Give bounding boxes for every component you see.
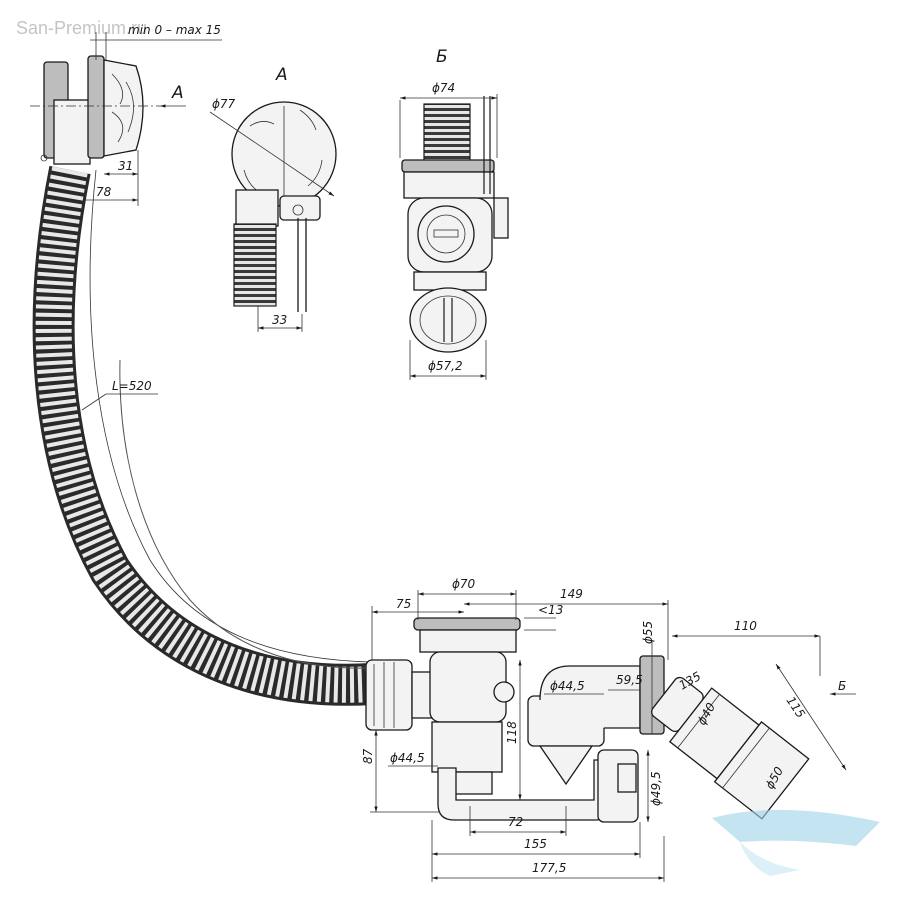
dim-view-a-33: 33 [272,313,287,327]
dim-trap-110: 110 [734,619,757,633]
view-arrow-b: Б [838,679,846,693]
dim-trap-1775: 177,5 [532,861,566,875]
dim-trap-595: 59,5 [616,673,643,687]
dim-78: 78 [96,185,112,199]
dim-trap-13: <13 [538,603,563,617]
dim-trap-87: 87 [361,748,375,764]
view-b-drawing: ϕ74 ϕ57,2 [399,81,509,380]
dim-trap-70: ϕ70 [452,577,476,591]
trap-assembly [365,617,810,823]
watermark-text: San-Premium.ru [16,18,147,38]
hose-length-callout: L=520 [81,379,158,411]
dim-trap-495: ϕ49,5 [649,771,663,806]
corrugated-hose [32,165,374,706]
view-a-label: А [275,65,288,85]
dim-overflow-adjust: min 0 – max 15 [128,23,221,37]
view-b-label: Б [436,47,448,67]
dim-trap-445-upper: ϕ44,5 [550,679,585,693]
overflow-dimensions: min 0 – max 15 31 78 А [61,23,222,206]
dim-trap-115: 115 [784,694,808,721]
bath-logo-watermark [712,809,880,876]
dim-hose-length: L=520 [112,379,152,393]
dim-trap-118: 118 [505,721,519,744]
view-arrow-a: А [171,83,184,103]
dim-view-b-bottom-diameter: ϕ57,2 [428,359,463,373]
view-a-drawing: ϕ77 33 [209,97,337,332]
overflow-head [30,55,160,165]
dim-trap-155: 155 [524,837,547,851]
dim-31: 31 [118,159,133,173]
dim-trap-445-lower: ϕ44,5 [390,751,425,765]
dim-trap-72: 72 [508,815,523,829]
trap-dimensions: 75 ϕ70 149 <13 ϕ55 110 115 135 ϕ40 ϕ50 Б… [361,577,856,882]
dim-trap-149: 149 [560,587,583,601]
dim-trap-75: 75 [396,597,411,611]
dim-view-b-top-diameter: ϕ74 [432,81,455,95]
dim-trap-55: ϕ55 [641,621,655,644]
dim-view-a-diameter: ϕ77 [212,97,236,111]
